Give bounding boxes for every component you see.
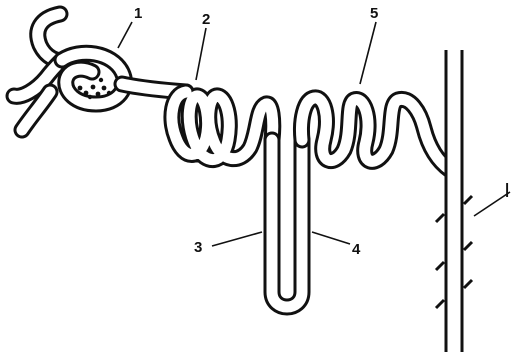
label-3: 3 — [194, 239, 202, 256]
collecting-duct — [436, 44, 472, 358]
label-1: 1 — [134, 5, 142, 22]
proximal-convoluted-tubule — [172, 92, 273, 160]
bowmans-capsule — [62, 53, 124, 104]
leader-2 — [196, 28, 206, 80]
leader-3 — [212, 232, 262, 246]
leader-4 — [312, 232, 350, 244]
label-5: 5 — [370, 5, 378, 22]
leader-1 — [118, 22, 132, 48]
label-6: | — [505, 181, 509, 198]
distal-convoluted-tubule — [302, 98, 451, 170]
leader-5 — [360, 22, 376, 84]
loop-of-henle — [272, 140, 302, 307]
arteriole-vessels — [14, 14, 62, 130]
label-2: 2 — [202, 11, 210, 28]
label-4: 4 — [352, 241, 361, 258]
